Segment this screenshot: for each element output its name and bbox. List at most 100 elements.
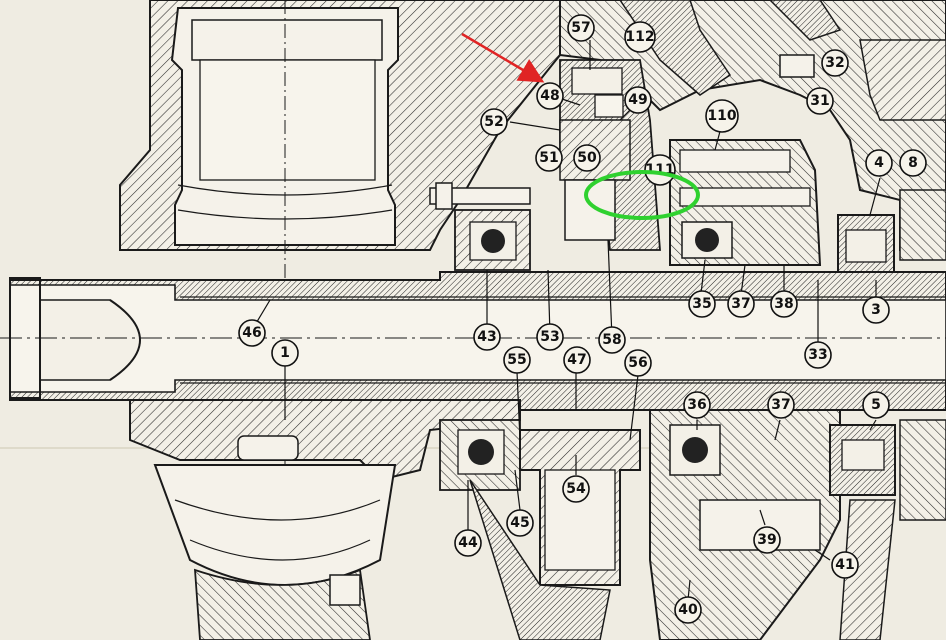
svg-text:36: 36	[687, 397, 706, 413]
svg-text:58: 58	[602, 332, 621, 348]
bearing-4-race	[845, 229, 887, 263]
callout-48: 48	[536, 82, 564, 110]
svg-text:47: 47	[567, 352, 586, 368]
callout-111: 111	[644, 154, 676, 186]
svg-text:56: 56	[628, 355, 647, 371]
svg-text:37: 37	[731, 296, 750, 312]
svg-text:35: 35	[692, 296, 711, 312]
callout-40: 40	[674, 596, 702, 624]
callout-45: 45	[506, 509, 534, 537]
callout-51: 51	[535, 144, 563, 172]
lower-housing	[129, 399, 521, 482]
part-32-block	[779, 54, 815, 78]
svg-text:54: 54	[566, 481, 586, 497]
callout-44: 44	[454, 529, 482, 557]
svg-text:3: 3	[871, 302, 881, 318]
right-housing-lobe	[859, 39, 946, 121]
gear-51-50	[559, 119, 631, 181]
svg-text:32: 32	[825, 55, 844, 71]
green-highlight-ellipse	[584, 170, 700, 220]
svg-text:51: 51	[539, 150, 558, 166]
callout-52: 52	[480, 108, 508, 136]
callout-56: 56	[624, 349, 652, 377]
callout-8: 8	[899, 149, 927, 177]
callout-37-upper: 37	[727, 290, 755, 318]
gear-48-body	[594, 94, 624, 118]
bearing-5-race	[841, 439, 885, 471]
callout-110: 110	[705, 99, 739, 133]
callout-46: 46	[238, 319, 266, 347]
callout-57: 57	[567, 14, 595, 42]
svg-text:31: 31	[810, 93, 829, 109]
callout-32: 32	[821, 49, 849, 77]
lower-bracket	[194, 568, 371, 640]
bolt-head	[435, 182, 453, 210]
svg-text:46: 46	[242, 325, 261, 341]
svg-text:4: 4	[874, 155, 884, 171]
svg-text:40: 40	[678, 602, 698, 618]
tube-bore	[199, 59, 376, 181]
gear-110-teeth	[679, 149, 791, 173]
svg-text:43: 43	[477, 329, 496, 345]
callout-54: 54	[562, 475, 590, 503]
callout-55: 55	[503, 346, 531, 374]
callout-36: 36	[683, 391, 711, 419]
callout-112: 112	[624, 21, 656, 53]
svg-text:52: 52	[484, 114, 503, 130]
svg-text:53: 53	[540, 329, 559, 345]
bearing-44-ball	[468, 439, 494, 465]
bearing-43-ball	[481, 229, 505, 253]
bearing-35-ball	[695, 228, 719, 252]
lower-slot	[237, 435, 299, 461]
svg-text:33: 33	[808, 347, 827, 363]
gear-57-teeth	[571, 67, 623, 95]
callout-50: 50	[573, 144, 601, 172]
callout-41: 41	[831, 551, 859, 579]
callout-38: 38	[770, 290, 798, 318]
svg-text:55: 55	[507, 352, 526, 368]
callout-5: 5	[862, 391, 890, 419]
callout-3: 3	[862, 296, 890, 324]
svg-text:48: 48	[540, 88, 559, 104]
svg-text:57: 57	[571, 20, 590, 36]
callout-49: 49	[624, 86, 652, 114]
svg-text:8: 8	[908, 155, 918, 171]
callout-4: 4	[865, 149, 893, 177]
callout-35: 35	[688, 290, 716, 318]
lower-nut	[329, 574, 361, 606]
shaft-111	[679, 187, 811, 207]
svg-text:5: 5	[871, 397, 881, 413]
upper-shaft-section-2	[768, 0, 842, 41]
part-8-flange	[899, 189, 946, 261]
svg-text:1: 1	[280, 345, 290, 361]
svg-text:112: 112	[625, 29, 654, 45]
lower-gear-skirt	[469, 479, 611, 640]
callout-53: 53	[536, 323, 564, 351]
svg-text:38: 38	[774, 296, 793, 312]
callout-58: 58	[598, 326, 626, 354]
shaft-end-face	[9, 277, 41, 399]
svg-text:50: 50	[577, 150, 597, 166]
svg-text:110: 110	[707, 108, 736, 124]
callout-47: 47	[563, 346, 591, 374]
svg-text:49: 49	[628, 92, 647, 108]
lower-right-support	[839, 499, 896, 640]
yoke-curve	[174, 499, 381, 521]
plug-curve	[109, 299, 141, 381]
svg-text:37: 37	[771, 397, 790, 413]
svg-text:44: 44	[458, 535, 478, 551]
callout-43: 43	[473, 323, 501, 351]
yoke-curve-2	[189, 539, 371, 561]
callout-33: 33	[804, 341, 832, 369]
callout-31: 31	[806, 87, 834, 115]
svg-text:45: 45	[510, 515, 529, 531]
callout-39: 39	[753, 526, 781, 554]
carrier-disc	[564, 179, 616, 241]
callout-1: 1	[271, 339, 299, 367]
svg-text:41: 41	[835, 557, 854, 573]
right-edge-block	[899, 419, 946, 521]
bearing-36-ball	[682, 437, 708, 463]
red-annotation-arrow	[461, 32, 545, 83]
svg-text:39: 39	[757, 532, 776, 548]
